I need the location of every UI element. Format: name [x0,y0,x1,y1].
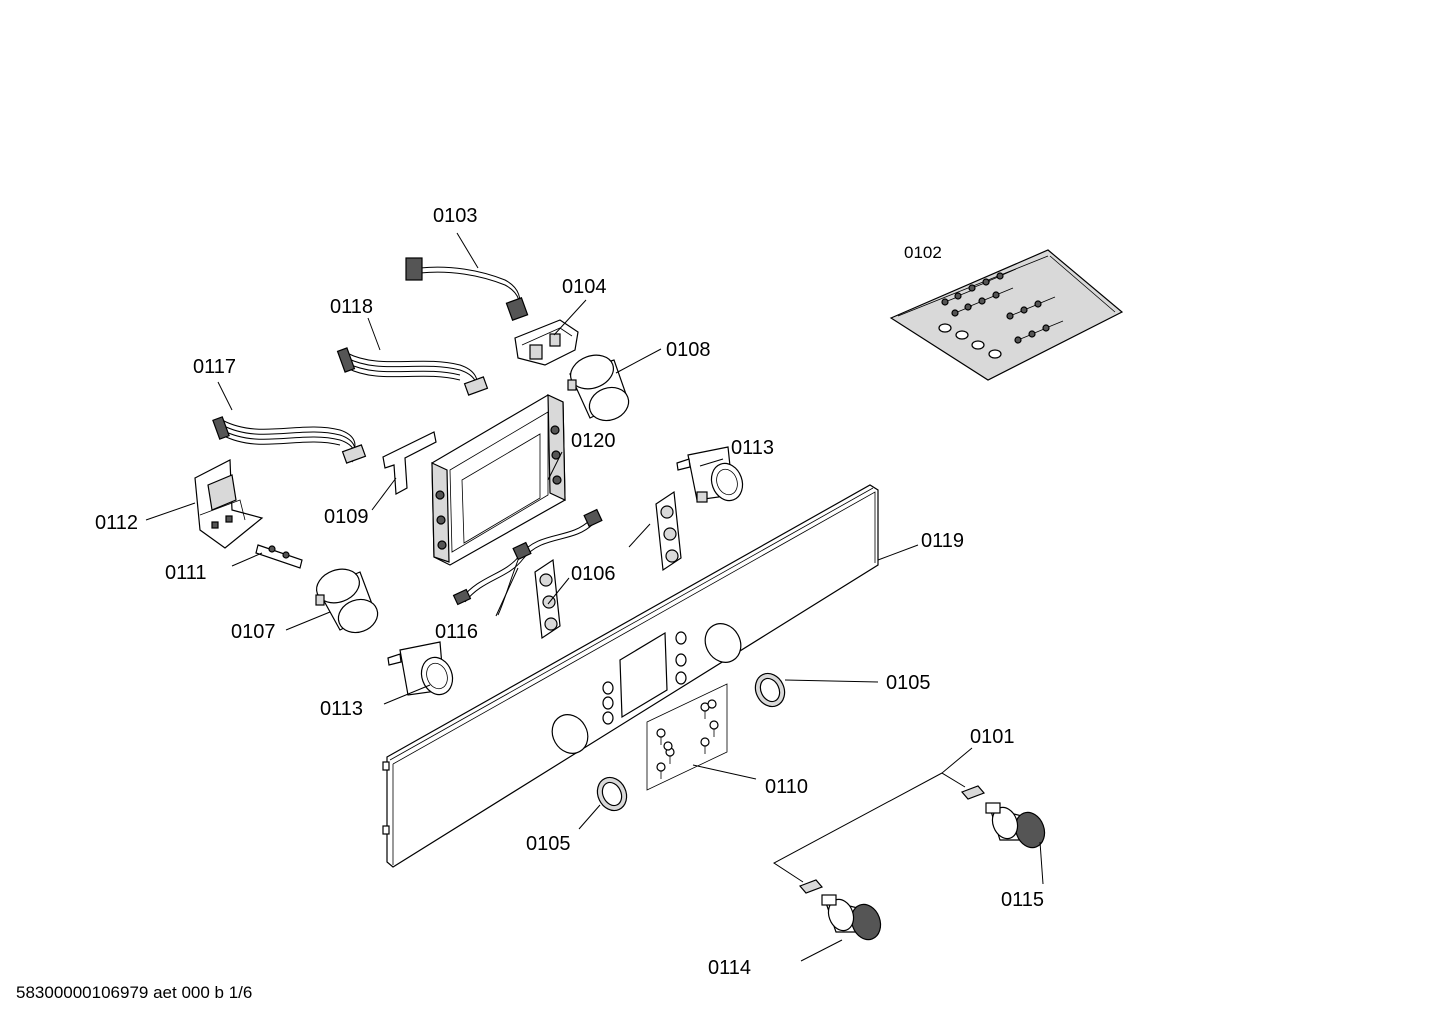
document-reference-footer: 58300000106979 aet 000 b 1/6 [16,983,252,1002]
switch-0112[interactable] [194,459,264,549]
leader-lines [145,232,1044,962]
label-0117: 0117 [193,356,236,378]
part-labels: 0103 0104 0102 0118 0108 0117 0120 0113 … [95,205,1044,979]
label-0103: 0103 [433,205,478,227]
thermocouple-0111[interactable] [255,544,303,569]
cylinder-0107[interactable] [312,563,382,637]
knob-0113-upper[interactable] [676,446,748,505]
label-0119: 0119 [921,530,964,552]
knob-0114[interactable] [798,879,885,944]
label-0118: 0118 [330,296,373,318]
label-0120: 0120 [571,430,616,452]
knob-0115[interactable] [960,785,1049,852]
wire-harness-0116[interactable] [452,508,603,616]
label-0107: 0107 [231,621,276,643]
label-0106: 0106 [571,563,616,585]
label-0105-lower: 0105 [526,833,571,855]
ring-0105-lower[interactable] [592,773,632,816]
label-0109: 0109 [324,506,369,528]
label-0111: 0111 [165,562,207,584]
label-0110: 0110 [765,776,808,798]
label-0112: 0112 [95,512,138,534]
ribbon-cable-0117[interactable] [212,416,367,464]
label-0113-upper: 0113 [731,437,774,459]
control-panel-0119[interactable] [382,484,879,868]
cable-0103[interactable] [405,257,529,321]
button-strip-0106[interactable] [534,490,682,640]
label-0108: 0108 [666,339,711,361]
knob-0113-lower[interactable] [387,641,458,699]
label-0115: 0115 [1001,889,1044,911]
screw-bag-0102[interactable] [889,249,1124,381]
label-0116: 0116 [435,621,478,643]
ribbon-cable-0118[interactable] [336,347,489,396]
clip-0109[interactable] [382,431,437,495]
label-0101: 0101 [970,726,1015,748]
label-0102: 0102 [904,243,942,262]
cylinder-0108[interactable] [566,349,633,425]
ring-0105-upper[interactable] [750,669,790,712]
label-0113-lower: 0113 [320,698,363,720]
frame-0120[interactable] [431,394,566,566]
label-0104: 0104 [562,276,607,298]
screws-0110[interactable] [646,683,728,791]
label-0105-upper: 0105 [886,672,931,694]
bracket-0104[interactable] [514,319,579,366]
label-0114: 0114 [708,957,751,979]
